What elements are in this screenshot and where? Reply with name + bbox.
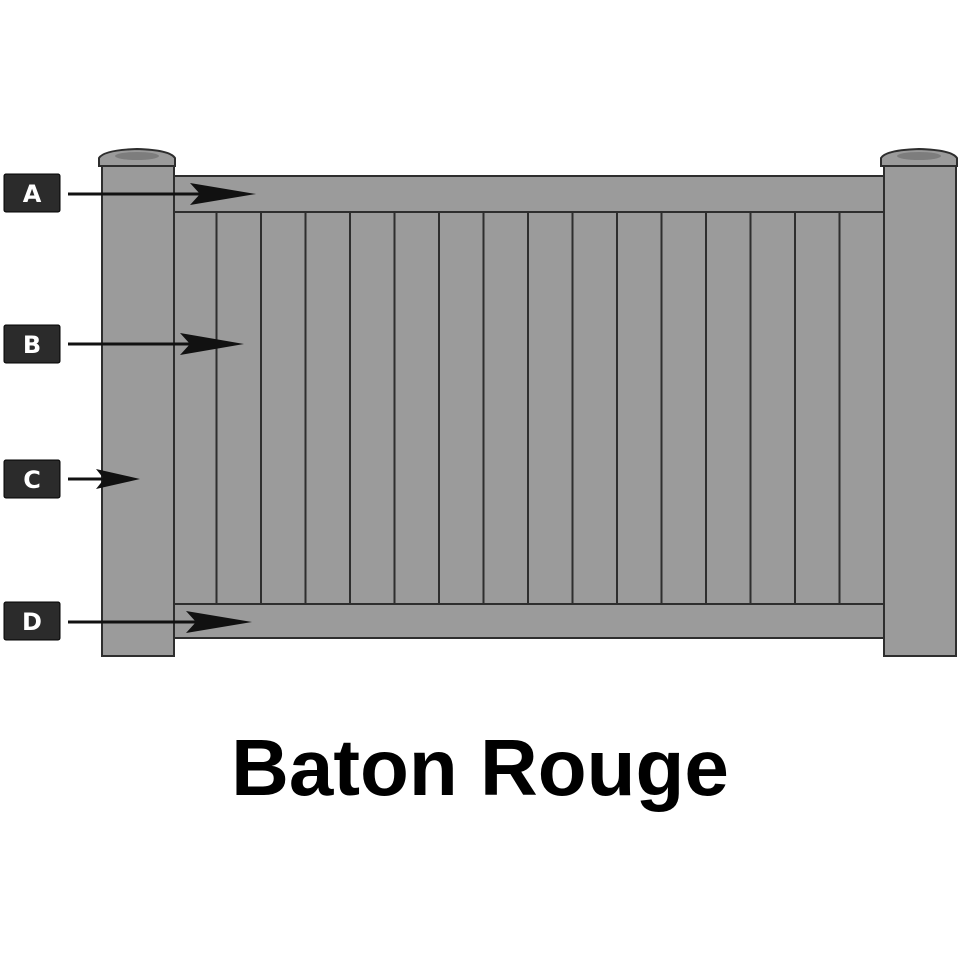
picket — [616, 211, 663, 605]
vertical-pickets — [171, 211, 885, 605]
callout-c-badge — [3, 459, 61, 499]
picket — [660, 211, 707, 605]
callout-a-arrow — [68, 183, 256, 205]
callout-d: D — [3, 601, 252, 641]
callout-d-label: D — [22, 608, 42, 636]
callout-d-arrow — [68, 611, 252, 633]
callout-b: B — [3, 324, 244, 364]
callout-c-label: C — [23, 466, 41, 494]
picket — [482, 211, 529, 605]
picket — [393, 211, 440, 605]
callout-a-badge — [3, 173, 61, 213]
callout-b-label: B — [23, 331, 41, 359]
picket — [304, 211, 351, 605]
bottom-rail — [169, 603, 887, 639]
picket — [438, 211, 485, 605]
top-rail — [169, 175, 887, 213]
callout-a: A — [3, 173, 256, 213]
picket — [705, 211, 752, 605]
picket — [260, 211, 307, 605]
product-title: Baton Rouge — [231, 723, 729, 812]
callout-d-badge — [3, 601, 61, 641]
callout-b-arrow — [68, 333, 244, 355]
picket — [527, 211, 574, 605]
callout-c: C — [3, 459, 140, 499]
picket — [571, 211, 618, 605]
picket — [349, 211, 396, 605]
picket — [838, 211, 885, 605]
picket — [794, 211, 841, 605]
callout-c-arrow — [68, 469, 140, 489]
picket — [215, 211, 262, 605]
picket — [749, 211, 796, 605]
left-post — [98, 147, 176, 657]
picket — [171, 211, 218, 605]
right-post — [880, 147, 958, 657]
callout-b-badge — [3, 324, 61, 364]
callout-a-label: A — [23, 180, 42, 208]
